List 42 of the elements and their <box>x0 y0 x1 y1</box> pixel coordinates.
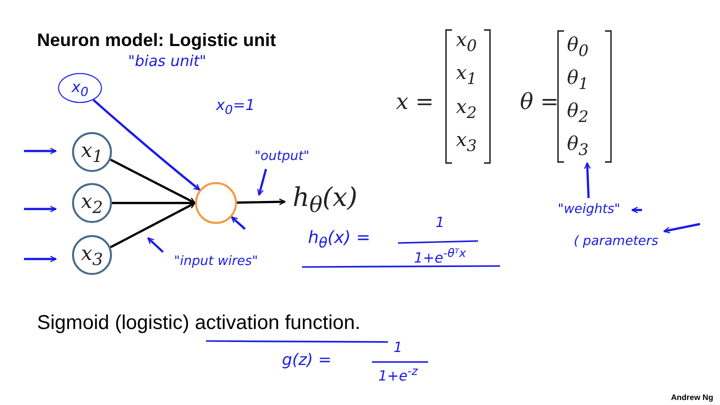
handwritten-node: x$_{0}$ <box>58 73 102 103</box>
math-text: x = <box>396 90 434 115</box>
math-text: θ = <box>520 90 559 115</box>
pointer-arrow <box>24 256 57 262</box>
vector-entry: x$_{1}$ <box>456 62 477 88</box>
output-formula: h$_{θ}$(x) <box>285 183 365 219</box>
pointer-arrow <box>663 222 700 234</box>
vector-entry: x$_{3}$ <box>456 129 477 155</box>
handwritten-note: "weights" <box>548 198 630 220</box>
handwritten-formula: 1 <box>434 215 446 231</box>
subtitle-text: Sigmoid (logistic) activation function. <box>37 312 360 335</box>
slide-title: Neuron model: Logistic unit <box>37 30 276 51</box>
handwritten-note: ( parameters <box>568 230 664 252</box>
input-node: x$_{1}$ <box>72 132 112 172</box>
handwritten-formula: 1 <box>392 340 404 356</box>
author-credit: Andrew Ng <box>671 393 714 402</box>
column-vector: θ$_{0}$ θ$_{1}$ θ$_{2}$ θ$_{3}$ <box>557 30 612 163</box>
arrow <box>110 202 196 248</box>
handwritten-formula: 1+e$^{-θᵀx}$ <box>413 246 467 267</box>
handwritten-note: "output" <box>246 147 318 165</box>
arrow <box>110 158 196 204</box>
handwritten-formula: g(z) = <box>282 350 332 369</box>
sigmoid-unit-circle <box>195 182 237 224</box>
arrow <box>584 162 591 198</box>
handwritten-formula: 1+e$^{-z}$ <box>377 364 419 385</box>
arrow <box>236 198 286 206</box>
input-node: x$_{3}$ <box>72 235 112 275</box>
input-node: x$_{2}$ <box>72 183 112 223</box>
handwritten-note: "bias unit" <box>128 52 206 70</box>
pointer-arrow <box>257 168 268 196</box>
vector-entry: x$_{2}$ <box>456 96 477 122</box>
arrow <box>92 99 200 191</box>
handwritten-note: x$_{0}$=1 <box>216 96 255 117</box>
arrow <box>112 200 196 206</box>
pointer-arrow <box>230 216 246 230</box>
pointer-arrow <box>147 237 164 253</box>
pointer-arrow <box>24 148 57 154</box>
vector-entry: x$_{0}$ <box>456 29 477 55</box>
handwritten-formula: h$_{θ}$(x) = <box>308 228 370 252</box>
pointer-arrow <box>631 206 642 214</box>
handwritten-note: "input wires" <box>166 252 266 270</box>
pointer-arrow <box>24 206 57 212</box>
